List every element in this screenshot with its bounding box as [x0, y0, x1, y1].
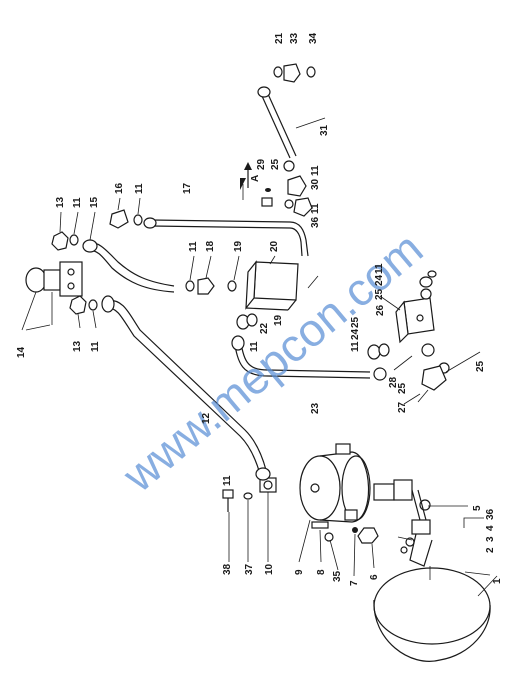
label-34: 34: [308, 32, 319, 44]
label-30: 30: [310, 178, 321, 190]
label-11-by-18: 11: [188, 241, 199, 252]
label-25-right: 25: [475, 360, 486, 372]
label-37: 37: [244, 563, 255, 575]
label-3: 3: [485, 536, 496, 542]
compressor-cylinder: [299, 443, 371, 523]
label-36-bottom: 36: [485, 508, 496, 520]
fittings-29-30: [240, 160, 313, 217]
valve-27: [417, 343, 450, 403]
callout-labels: 1 2 3 4 36 5 6 7 8 35 9 10 37 38 11 12 1…: [16, 32, 503, 586]
fitting-18: [185, 277, 215, 295]
fittings-21-33-34: [273, 63, 316, 83]
label-4: 4: [485, 525, 496, 531]
label-11-by-30: 11: [310, 165, 321, 176]
label-24-lower: 24: [350, 328, 361, 340]
valve-14: [25, 261, 83, 325]
fitting-16: [109, 209, 143, 229]
label-14: 14: [16, 346, 27, 358]
label-17: 17: [182, 182, 193, 194]
block-26: [395, 270, 437, 344]
valve-bracket: [373, 479, 484, 567]
label-21: 21: [274, 32, 285, 44]
leader-lines: [21, 117, 498, 597]
label-10: 10: [264, 563, 275, 575]
label-15: 15: [89, 196, 100, 208]
label-11-upper-right: 11: [374, 263, 385, 274]
label-22: 22: [259, 322, 270, 334]
label-2: 2: [485, 547, 496, 553]
label-9: 9: [294, 569, 305, 575]
label-26: 26: [375, 304, 386, 316]
label-11-by-36: 11: [310, 203, 321, 214]
air-tank: [373, 566, 491, 662]
label-13-lower: 13: [72, 340, 83, 352]
label-arrow-a: A: [250, 175, 261, 182]
label-20: 20: [269, 240, 280, 252]
label-18: 18: [205, 240, 216, 252]
label-19-upper: 19: [233, 240, 244, 252]
label-25-upper-right: 25: [374, 288, 385, 300]
label-6: 6: [369, 574, 380, 580]
label-23: 23: [310, 402, 321, 414]
label-36-upper: 36: [310, 216, 321, 228]
label-35: 35: [332, 570, 343, 582]
label-27: 27: [397, 401, 408, 413]
label-28: 28: [388, 376, 399, 388]
label-25-by-27: 25: [397, 382, 408, 394]
pipe-31: [257, 86, 297, 159]
label-29: 29: [256, 158, 267, 170]
label-11-left-bottom: 11: [222, 475, 233, 486]
fitting-13-upper: [51, 231, 79, 251]
label-24-upper: 24: [374, 274, 385, 286]
view-arrow: [244, 162, 252, 188]
block-20: [227, 260, 319, 311]
label-7: 7: [349, 580, 360, 586]
label-25-by-29: 25: [270, 158, 281, 170]
label-12: 12: [201, 412, 212, 424]
label-16: 16: [114, 182, 125, 194]
label-5: 5: [472, 505, 483, 511]
bolt-set-left: [222, 477, 277, 562]
label-31: 31: [319, 124, 330, 136]
label-38: 38: [222, 563, 233, 575]
label-11-lower-left: 11: [90, 341, 101, 352]
label-1: 1: [492, 578, 503, 584]
label-13-upper: 13: [55, 196, 66, 208]
cylinder-fasteners: [311, 521, 379, 544]
pipe-12: [101, 295, 271, 481]
label-8: 8: [316, 569, 327, 575]
fittings-24-25: [367, 343, 390, 381]
label-11-by-16: 11: [134, 183, 145, 194]
fitting-13-lower: [69, 295, 98, 315]
label-11-by-22: 11: [249, 341, 260, 352]
label-19-lower: 19: [273, 314, 284, 326]
pipe-17: [143, 217, 309, 257]
label-11-upper-left: 11: [72, 197, 83, 208]
fittings-22-19: [231, 313, 258, 351]
label-25-by-24-lower: 25: [350, 316, 361, 328]
label-11-by-24-lower: 11: [350, 341, 361, 352]
label-33: 33: [289, 32, 300, 44]
pipe-15: [82, 239, 175, 293]
